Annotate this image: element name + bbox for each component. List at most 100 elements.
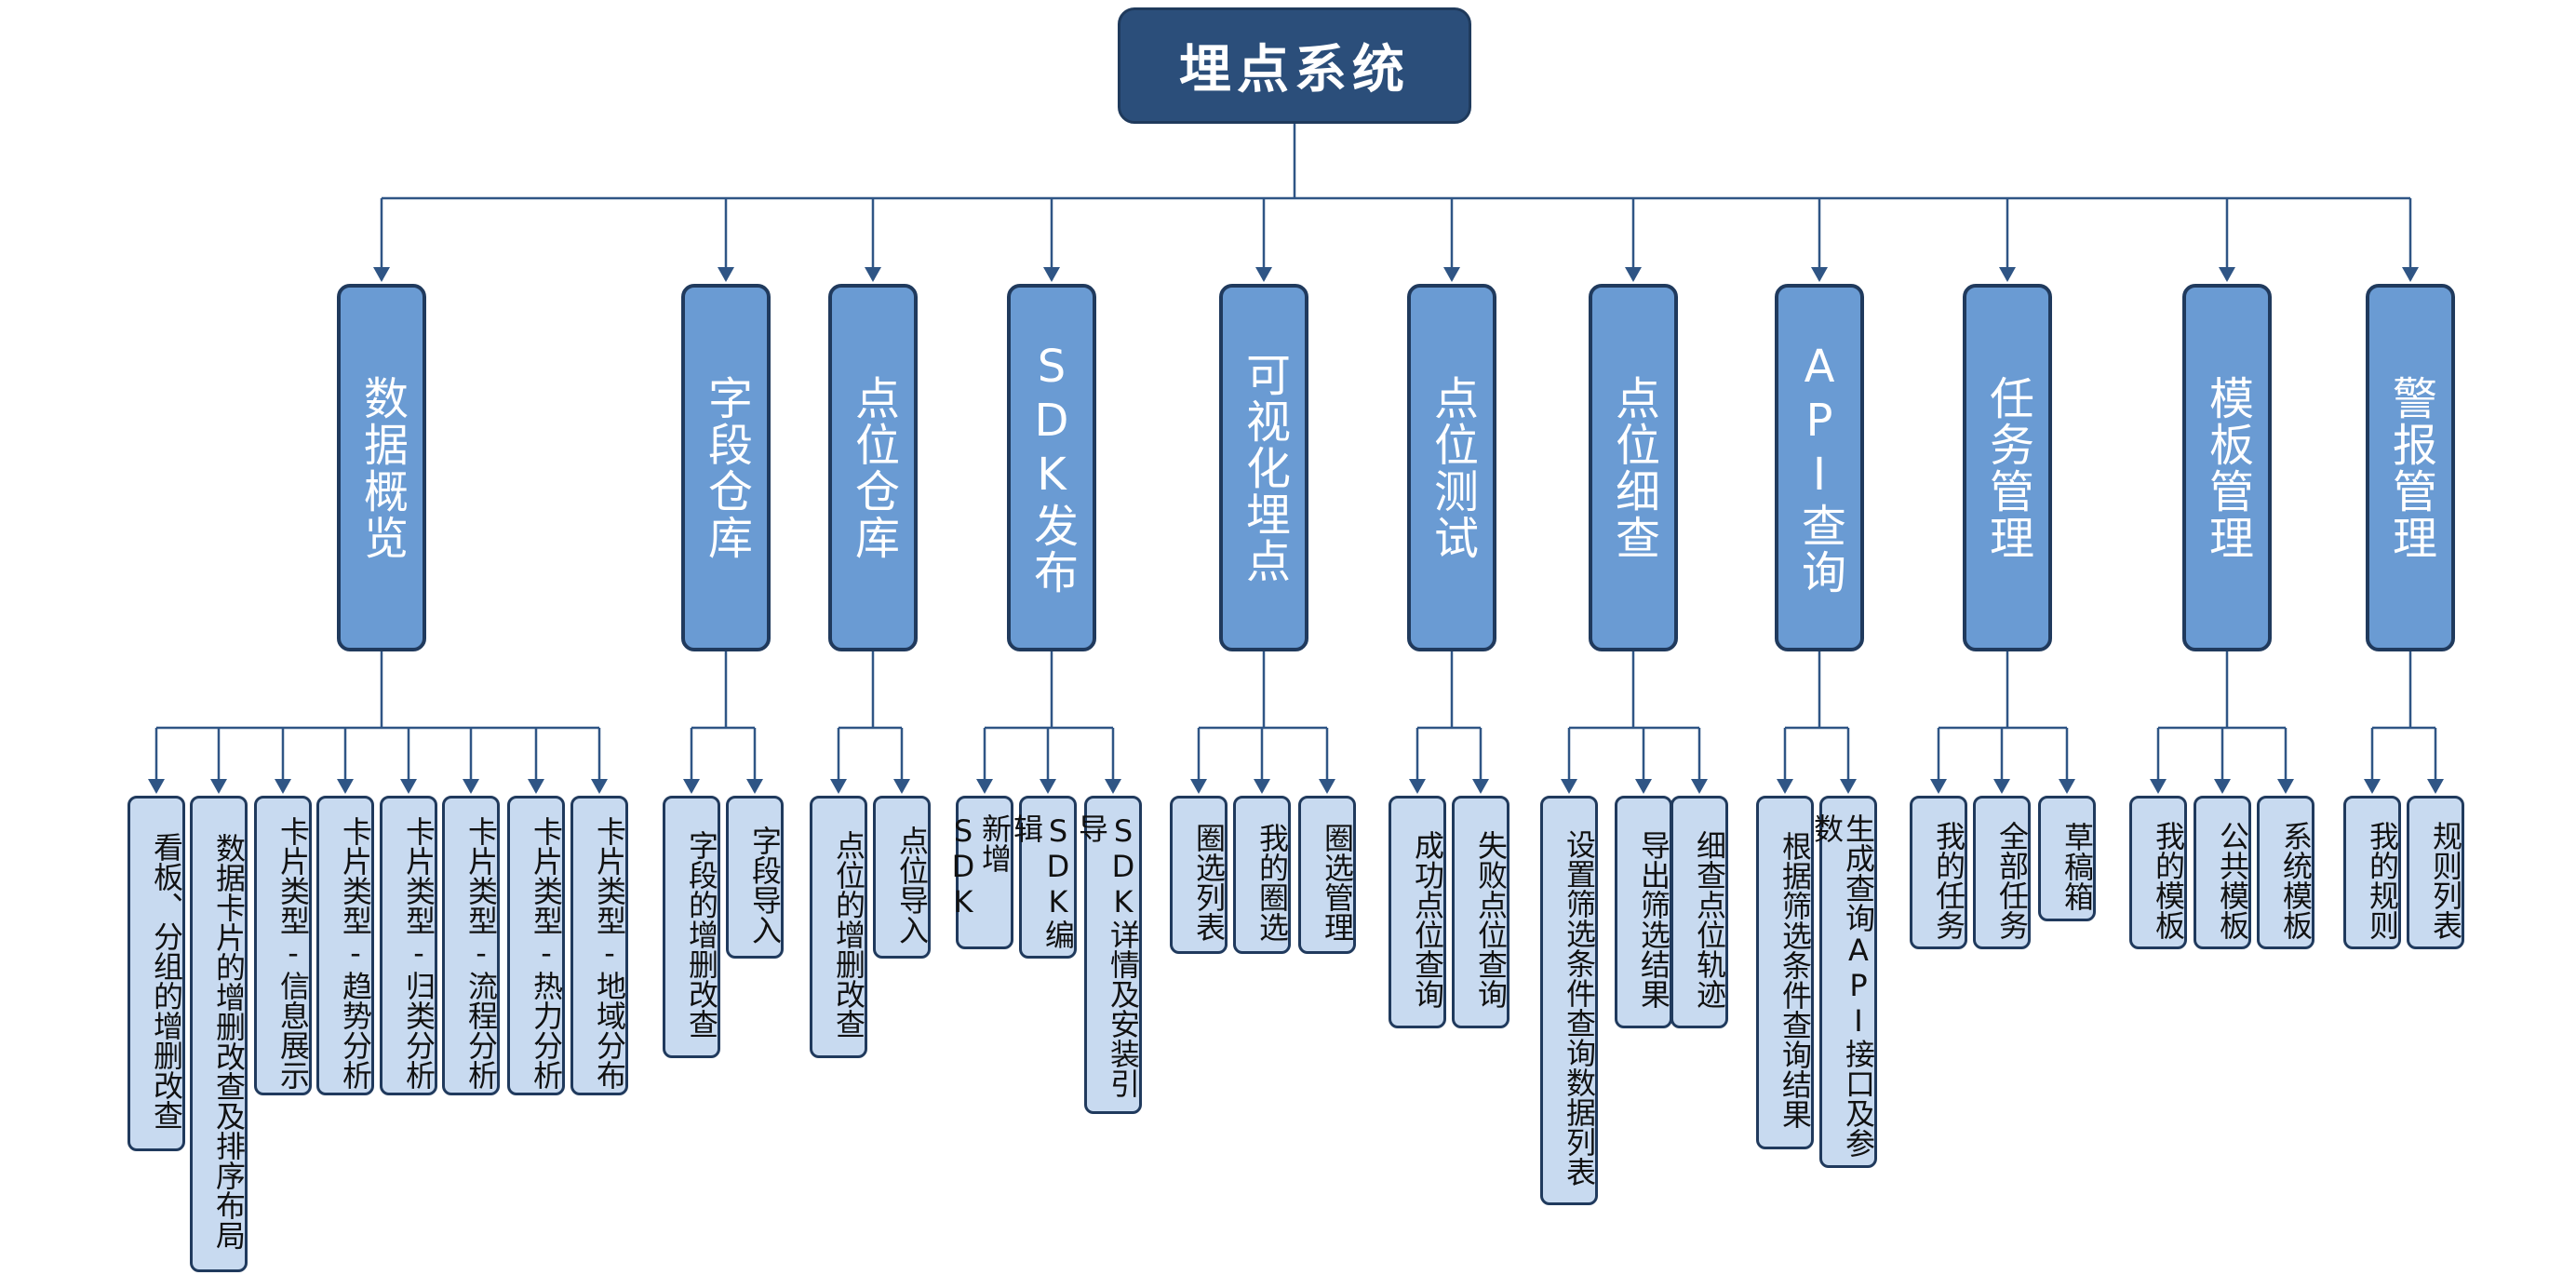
category-arrow — [1625, 267, 1642, 282]
leaf-node: 我的圈选 — [1233, 796, 1291, 954]
leaf-arrow — [976, 779, 993, 794]
category-label: 点位仓库 — [847, 374, 899, 561]
leaf-node: 圈选管理 — [1298, 796, 1356, 954]
leaf-arrow — [400, 779, 417, 794]
category-arrow — [1255, 267, 1272, 282]
leaf-node: 我的模板 — [2129, 796, 2187, 949]
leaf-node: 设置筛选条件查询数据列表 — [1540, 796, 1598, 1205]
leaf-arrow — [2150, 779, 2167, 794]
category-label: 任务管理 — [1981, 374, 2033, 561]
category-arrow — [1043, 267, 1060, 282]
leaf-label: 圈选列表 — [1191, 823, 1227, 942]
category-node: 可视化埋点 — [1219, 284, 1308, 651]
category-arrow — [2219, 267, 2235, 282]
leaf-arrow — [210, 779, 227, 794]
leaf-arrow — [337, 779, 354, 794]
category-arrow — [1999, 267, 2016, 282]
leaf-label: 全部任务 — [1994, 820, 2030, 940]
leaf-label: 卡片类型-流程分析 — [463, 816, 499, 1090]
category-arrow — [2402, 267, 2419, 282]
category-node: 警报管理 — [2366, 284, 2455, 651]
leaf-node: 卡片类型-趋势分析 — [316, 796, 374, 1095]
leaf-node: 草稿箱 — [2038, 796, 2096, 921]
leaf-label: 新增SDK — [946, 813, 1013, 919]
leaf-node: 字段导入 — [726, 796, 784, 959]
leaf-label: 规则列表 — [2428, 820, 2463, 940]
leaf-arrow — [528, 779, 544, 794]
leaf-arrow — [2427, 779, 2444, 794]
leaf-label: 草稿箱 — [2059, 821, 2095, 911]
leaf-arrow — [893, 779, 910, 794]
category-node: 任务管理 — [1963, 284, 2052, 651]
category-arrow — [1811, 267, 1828, 282]
leaf-arrow — [1777, 779, 1793, 794]
leaf-arrow — [1190, 779, 1207, 794]
leaf-node: SDK编辑 — [1009, 796, 1077, 959]
leaf-node: 根据筛选条件查询结果 — [1756, 796, 1814, 1149]
category-node: 字段仓库 — [681, 284, 771, 651]
category-node: 模板管理 — [2182, 284, 2272, 651]
leaf-arrow — [2059, 779, 2075, 794]
root-label: 埋点系统 — [1179, 40, 1410, 101]
leaf-node: 卡片类型-信息展示 — [254, 796, 312, 1095]
leaf-arrow — [275, 779, 291, 794]
category-node: 点位仓库 — [828, 284, 918, 651]
category-arrow — [1443, 267, 1460, 282]
leaf-label: 系统模板 — [2278, 820, 2314, 940]
leaf-arrow — [591, 779, 608, 794]
leaf-node: 成功点位查询 — [1389, 796, 1446, 1028]
category-label: API查询 — [1793, 340, 1845, 596]
leaf-arrow — [1691, 779, 1708, 794]
leaf-arrow — [148, 779, 165, 794]
leaf-label: 公共模板 — [2215, 820, 2250, 940]
leaf-arrow — [1993, 779, 2010, 794]
leaf-arrow — [1319, 779, 1335, 794]
leaf-arrow — [2214, 779, 2231, 794]
leaf-label: 数据卡片的增删改查及排序布局 — [211, 833, 247, 1250]
category-label: 点位细查 — [1607, 374, 1659, 561]
leaf-node: 数据卡片的增删改查及排序布局 — [190, 796, 248, 1272]
leaf-node: 细查点位轨迹 — [1670, 796, 1728, 1028]
category-node: API查询 — [1775, 284, 1864, 651]
leaf-node: SDK详情及安装引导 — [1074, 796, 1142, 1114]
leaf-arrow — [830, 779, 847, 794]
leaf-arrow — [683, 779, 700, 794]
leaf-node: 公共模板 — [2194, 796, 2251, 949]
leaf-node: 系统模板 — [2257, 796, 2314, 949]
leaf-label: 失败点位查询 — [1473, 830, 1509, 1009]
leaf-label: 卡片类型-趋势分析 — [338, 816, 373, 1090]
leaf-arrow — [1040, 779, 1056, 794]
leaf-arrow — [1930, 779, 1947, 794]
leaf-node: 失败点位查询 — [1452, 796, 1509, 1028]
category-label: 可视化埋点 — [1238, 351, 1290, 584]
category-label: SDK发布 — [1026, 340, 1078, 596]
leaf-arrow — [1409, 779, 1426, 794]
leaf-node: 圈选列表 — [1170, 796, 1228, 954]
category-label: 模板管理 — [2201, 374, 2253, 561]
leaf-arrow — [1635, 779, 1652, 794]
leaf-label: 成功点位查询 — [1410, 830, 1445, 1009]
leaf-label: SDK编辑 — [1009, 813, 1076, 949]
leaf-label: 看板、分组的增删改查 — [149, 832, 184, 1130]
leaf-label: 我的任务 — [1931, 820, 1966, 940]
category-node: 点位细查 — [1589, 284, 1678, 651]
leaf-arrow — [1254, 779, 1270, 794]
leaf-arrow — [1105, 779, 1121, 794]
leaf-node: 字段的增删改查 — [663, 796, 720, 1058]
leaf-label: 根据筛选条件查询结果 — [1778, 831, 1813, 1129]
category-arrow — [865, 267, 881, 282]
leaf-label: 导出筛选结果 — [1636, 830, 1671, 1009]
category-node: SDK发布 — [1007, 284, 1096, 651]
leaf-arrow — [1561, 779, 1577, 794]
leaf-label: 字段的增删改查 — [684, 830, 719, 1039]
leaf-label: 卡片类型-热力分析 — [529, 816, 564, 1090]
leaf-label: 卡片类型-归类分析 — [401, 816, 436, 1090]
leaf-node: 规则列表 — [2407, 796, 2464, 949]
leaf-label: 点位导入 — [894, 825, 930, 945]
root-node: 埋点系统 — [1118, 7, 1471, 124]
category-node: 数据概览 — [337, 284, 426, 651]
leaf-node: 点位的增删改查 — [810, 796, 867, 1058]
leaf-arrow — [1840, 779, 1857, 794]
leaf-arrow — [2364, 779, 2381, 794]
